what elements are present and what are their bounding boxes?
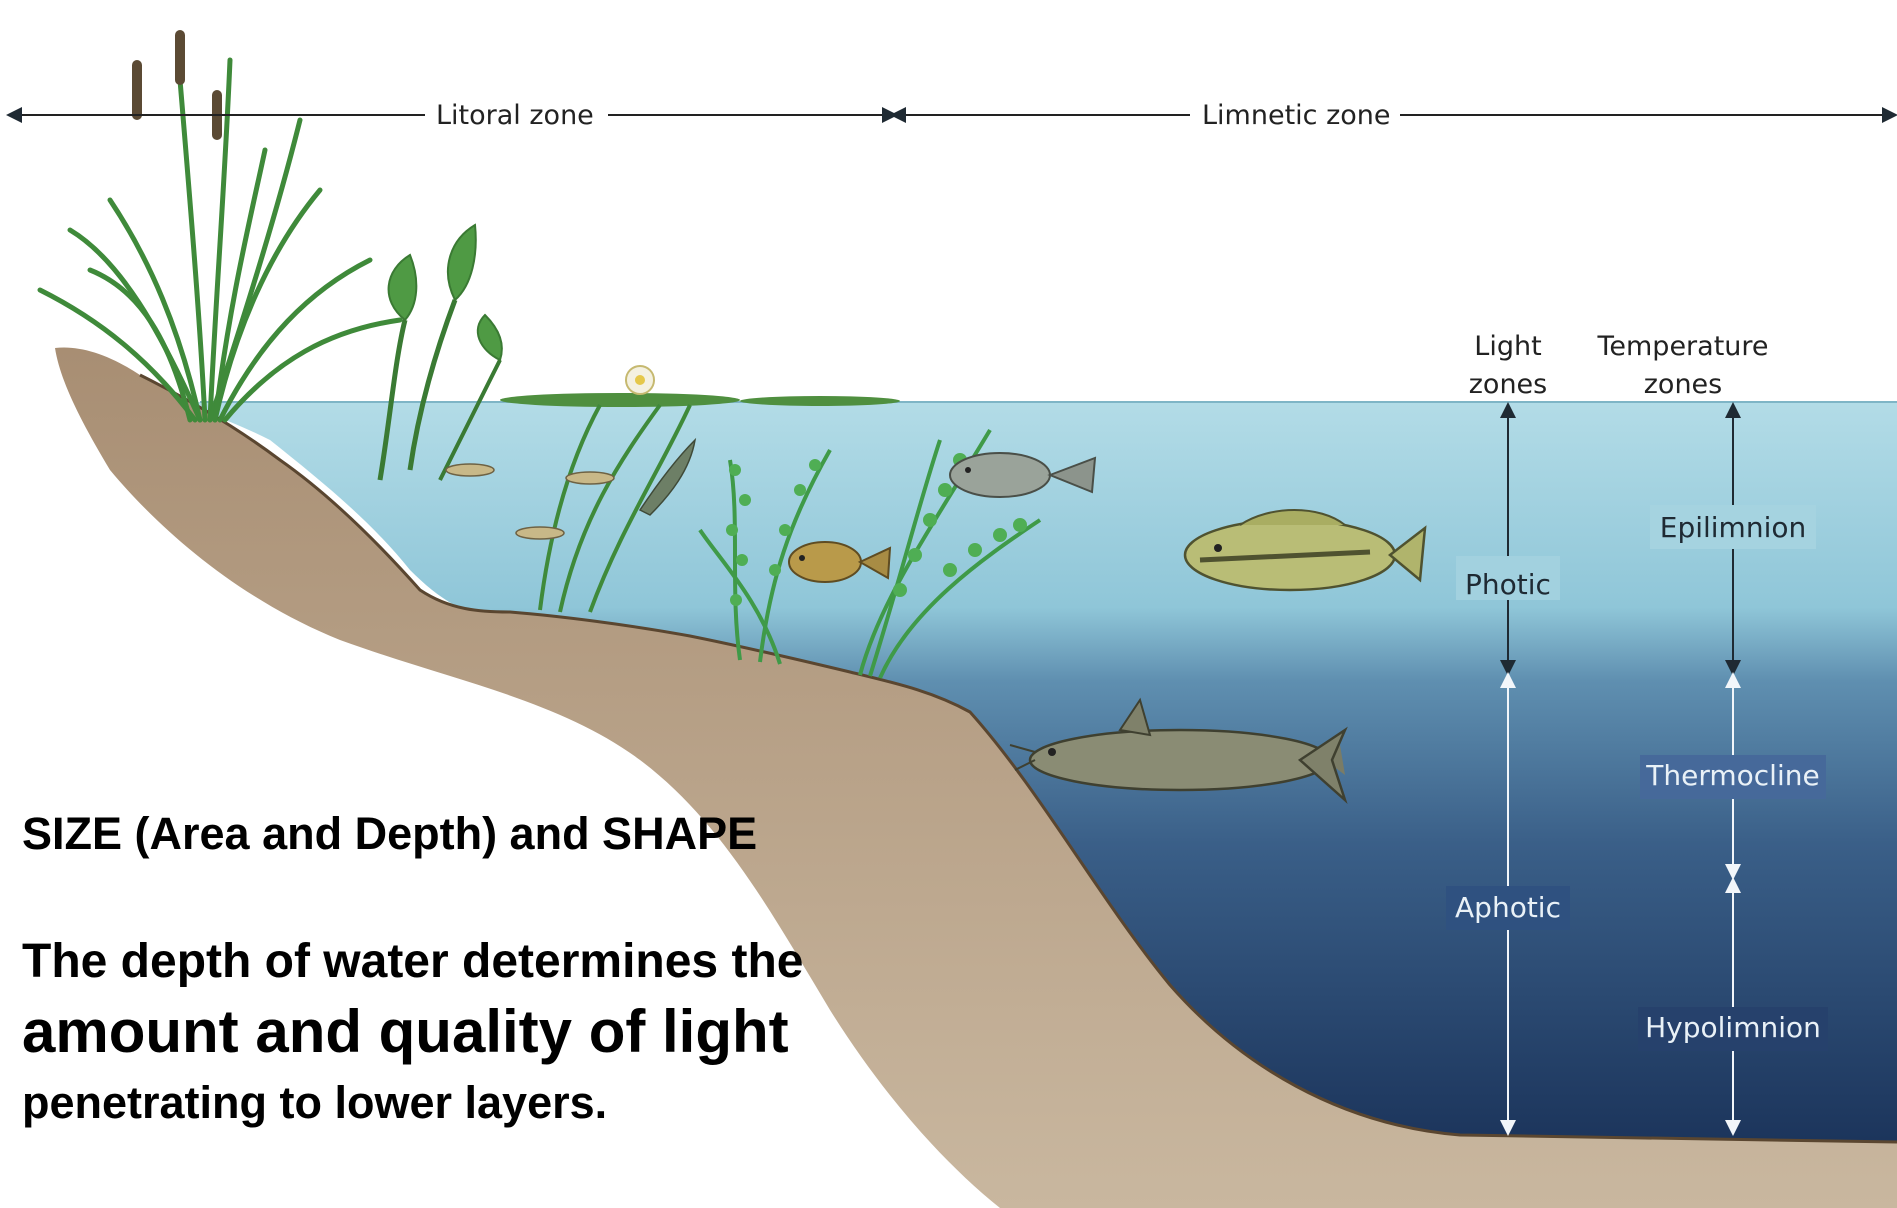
cattail-icon [132,30,222,140]
temperature-zones-heading-line2: zones [1644,369,1722,400]
littoral-zone-label: Litoral zone [436,100,594,131]
caption-line-2: amount and quality of light [22,997,789,1066]
temperature-zones-heading-line1: Temperature [1596,331,1768,362]
aphotic-label: Aphotic [1455,891,1561,924]
caption-line-1: The depth of water determines the [22,934,803,989]
thermocline-label: Thermocline [1645,759,1819,792]
caption-line-3: penetrating to lower layers. [22,1077,607,1129]
light-zones-heading-line1: Light [1474,331,1541,362]
limnetic-zone-label: Limnetic zone [1202,100,1391,131]
caption-title: SIZE (Area and Depth) and SHAPE [22,808,757,860]
light-zones-heading-line2: zones [1469,369,1547,400]
lily-pad-icon [500,366,900,407]
hypolimnion-label: Hypolimnion [1645,1011,1821,1044]
epilimnion-label: Epilimnion [1660,511,1806,544]
photic-label: Photic [1465,568,1551,601]
